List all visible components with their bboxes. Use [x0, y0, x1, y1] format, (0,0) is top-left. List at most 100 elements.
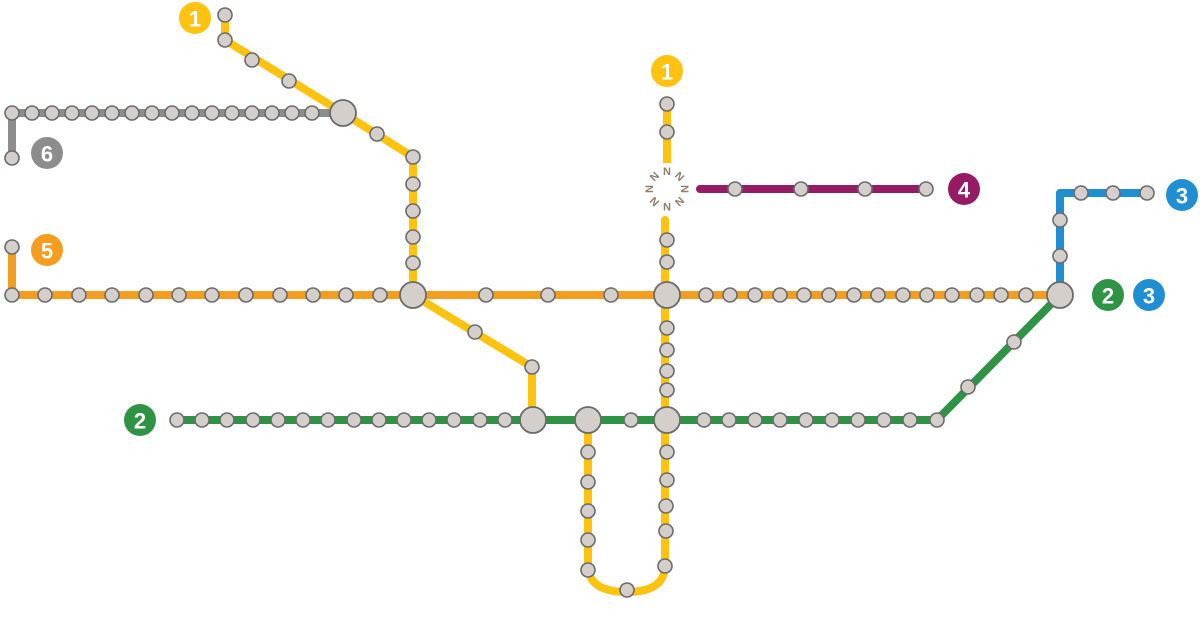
station-stop — [144, 105, 160, 121]
station-stop — [580, 444, 596, 460]
line-4-bullet: 4 — [948, 173, 980, 205]
station-stop — [659, 363, 675, 379]
station-stop — [272, 287, 288, 303]
station-stop — [4, 287, 20, 303]
station-stop — [1006, 334, 1022, 350]
station-stop — [747, 412, 763, 428]
station-stop — [540, 287, 556, 303]
station-stop — [846, 287, 862, 303]
station-stop — [1052, 212, 1068, 228]
station-stop — [696, 412, 712, 428]
station-stop — [918, 181, 934, 197]
station-stop — [245, 412, 261, 428]
line-5-bullet: 5 — [31, 234, 63, 266]
station-stop — [580, 532, 596, 548]
station-stop — [304, 105, 320, 121]
line-1-west-track — [221, 11, 592, 424]
line-5-bullet-circle — [31, 234, 63, 266]
station-stop — [619, 582, 635, 598]
station-stop — [169, 412, 185, 428]
line-4-bullet-label: 4 — [958, 178, 971, 203]
station-stop — [623, 412, 639, 428]
line-3-bullet-circle — [1133, 279, 1165, 311]
star-hub-letter: N — [663, 166, 671, 178]
station-stop — [305, 287, 321, 303]
station-stop — [4, 105, 20, 121]
station-stop — [722, 287, 738, 303]
line-3-bullet-label: 3 — [1176, 184, 1188, 209]
line-2-bullet-label: 2 — [1102, 284, 1114, 309]
station-stop — [821, 287, 837, 303]
station-stop — [895, 287, 911, 303]
station-stop — [164, 105, 180, 121]
line-1-bullet-top: 1 — [179, 2, 211, 34]
station-stop — [657, 558, 673, 574]
station-stop — [224, 105, 240, 121]
station-stop — [184, 105, 200, 121]
station-stop — [281, 73, 297, 89]
station-stop — [84, 105, 100, 121]
station-stop — [204, 287, 220, 303]
line-1-bullet-north: 1 — [651, 55, 683, 87]
station-stop — [372, 287, 388, 303]
station-stop — [138, 287, 154, 303]
station-stop — [659, 382, 675, 398]
station-stop — [284, 105, 300, 121]
station-stop — [698, 287, 714, 303]
station-stop — [850, 412, 866, 428]
line-2-bullet-circle — [124, 404, 156, 436]
station-stop — [396, 412, 412, 428]
station-stop — [580, 474, 596, 490]
station-stop — [1018, 287, 1034, 303]
line-1-loop-track — [584, 216, 669, 596]
star-hub-letter: N — [678, 185, 690, 193]
station-stop — [194, 412, 210, 428]
station-stop — [369, 126, 385, 142]
station-stop — [524, 359, 540, 375]
station-stop — [727, 181, 743, 197]
transfer-station — [653, 281, 681, 309]
station-stop — [659, 96, 675, 112]
line-1-bullet-label: 1 — [189, 7, 201, 32]
line-6-bullet-label: 6 — [41, 142, 53, 167]
station-stop — [371, 412, 387, 428]
station-stop — [659, 232, 675, 248]
line-2-track — [173, 291, 1064, 424]
line-6-bullet: 6 — [31, 137, 63, 169]
line-3-bullet-east: 3 — [1166, 179, 1198, 211]
star-hub-background — [641, 163, 693, 215]
station-stop — [405, 149, 421, 165]
station-stop — [217, 32, 233, 48]
station-stop — [659, 342, 675, 358]
station-stop — [659, 124, 675, 140]
station-stop — [796, 287, 812, 303]
station-stop — [446, 412, 462, 428]
station-stop — [747, 287, 763, 303]
station-stop — [960, 379, 976, 395]
transfer-stations — [329, 99, 1074, 434]
station-stop — [603, 287, 619, 303]
station-stop — [478, 287, 494, 303]
station-stop — [1105, 185, 1121, 201]
transfer-station — [519, 406, 547, 434]
transfer-station — [653, 406, 681, 434]
station-stop — [104, 105, 120, 121]
station-stop — [580, 503, 596, 519]
line-2-bullet-west: 2 — [124, 404, 156, 436]
star-hub-letter: N — [663, 200, 671, 212]
station-stop — [217, 7, 233, 23]
station-stop — [421, 412, 437, 428]
station-stop — [295, 412, 311, 428]
station-stop — [772, 412, 788, 428]
station-stop — [659, 320, 675, 336]
transfer-station — [329, 99, 357, 127]
station-stop — [37, 287, 53, 303]
line-3-bullet-label: 3 — [1143, 284, 1155, 309]
station-stop — [405, 255, 421, 271]
line-3-bullet-junction: 3 — [1133, 279, 1165, 311]
station-stop — [1139, 185, 1155, 201]
station-stop — [24, 105, 40, 121]
station-stop — [405, 203, 421, 219]
